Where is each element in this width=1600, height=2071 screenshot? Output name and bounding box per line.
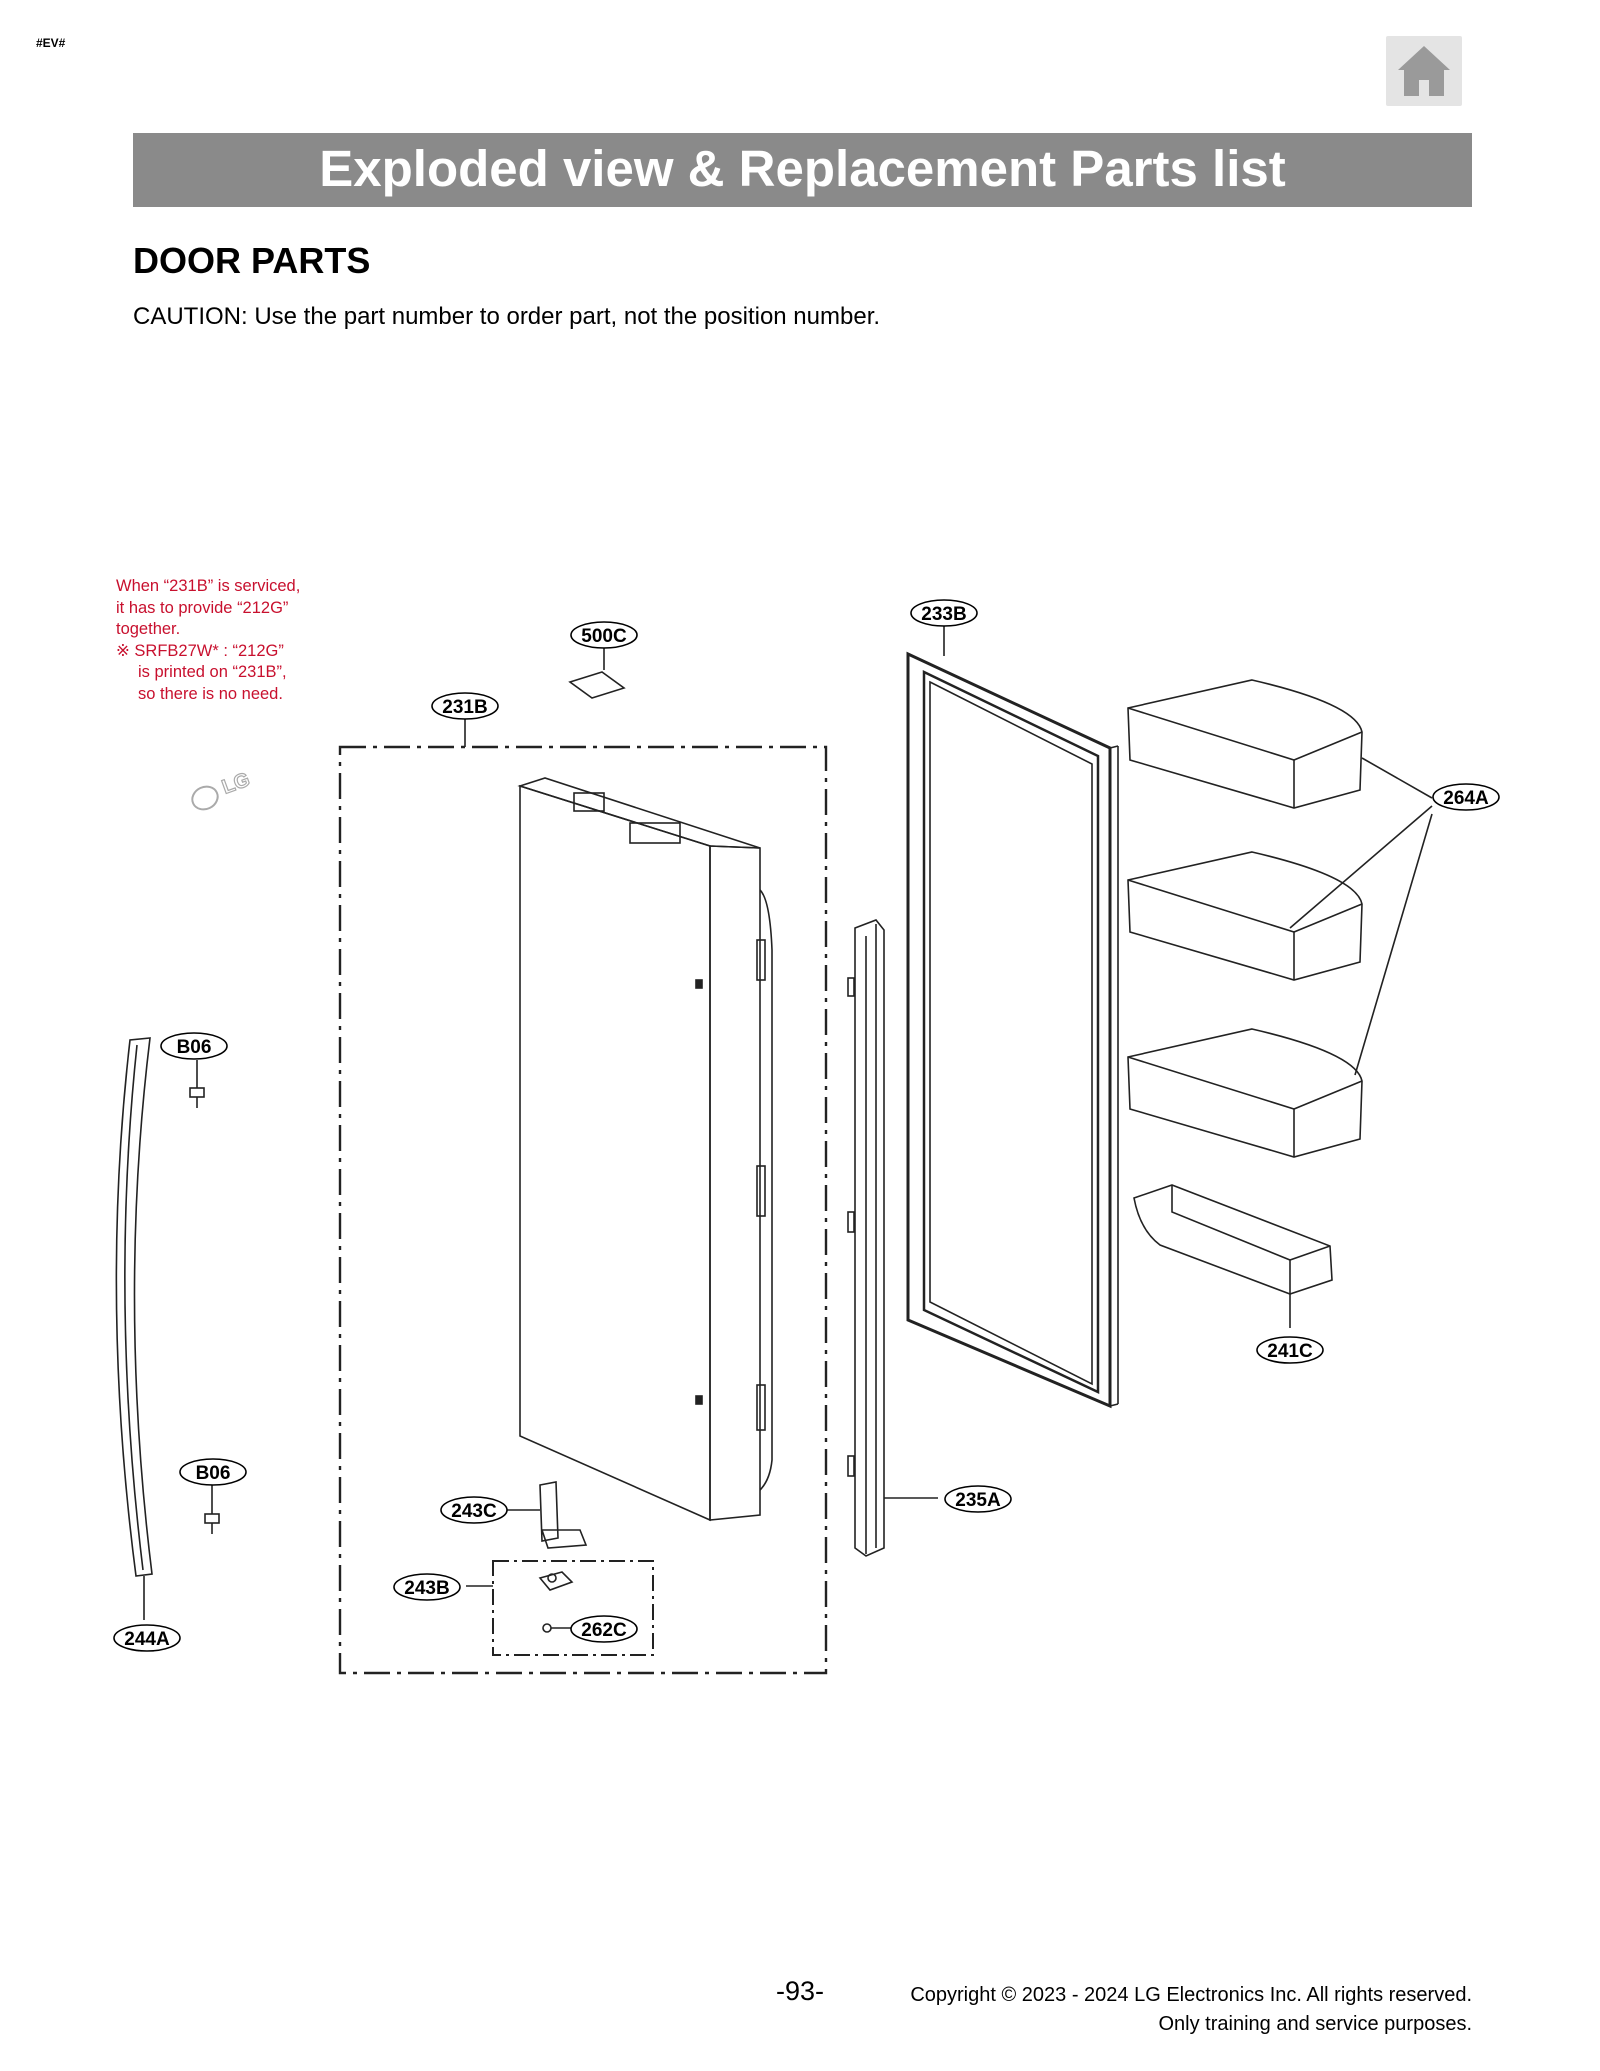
service-note-line: it has to provide “212G”: [116, 598, 289, 617]
assembly-box-243B: [492, 1560, 654, 1656]
home-button[interactable]: [1386, 36, 1462, 106]
callout-233B: 233B: [910, 599, 978, 627]
callout-262C: 262C: [570, 1615, 638, 1643]
service-note-line: is printed on “231B”,: [138, 663, 287, 681]
service-note-line: When “231B” is serviced,: [116, 577, 301, 595]
banner-title: Exploded view & Replacement Parts list: [319, 140, 1286, 197]
callout-233B-label: 233B: [921, 604, 966, 625]
callout-243C-label: 243C: [451, 1501, 497, 1522]
copyright-notice: Copyright © 2023 - 2024 LG Electronics I…: [910, 1981, 1472, 2039]
door-bin-bottom: [1127, 1028, 1363, 1158]
callout-B06-top-label: B06: [177, 1037, 212, 1058]
small-bin-241C: [1133, 1184, 1333, 1328]
callout-B06-bottom-label: B06: [196, 1463, 231, 1484]
assembly-box-231B: [338, 745, 828, 1675]
cover-500C: [568, 648, 626, 699]
section-title: DOOR PARTS: [133, 240, 371, 281]
screw-b06-bottom: [204, 1484, 220, 1534]
exploded-diagram: 233B 500C 231B 264A B06 B06 241C 235A 24…: [113, 599, 1500, 1675]
service-note: When “231B” is serviced, it has to provi…: [116, 576, 300, 705]
callout-241C-label: 241C: [1267, 1341, 1313, 1362]
pin-262C: [542, 1623, 572, 1633]
callout-235A: 235A: [944, 1485, 1012, 1513]
callout-B06-top: B06: [160, 1032, 228, 1060]
callout-231B-label: 231B: [442, 697, 487, 718]
service-note-line: ※ SRFB27W* : “212G”: [116, 641, 284, 660]
title-banner: Exploded view & Replacement Parts list: [133, 133, 1472, 207]
callout-500C-label: 500C: [581, 626, 627, 647]
callout-243B-label: 243B: [404, 1578, 449, 1599]
service-note-line: so there is no need.: [138, 684, 283, 703]
training-line: Only training and service purposes.: [1158, 2013, 1473, 2035]
callout-264A: 264A: [1432, 783, 1500, 811]
door-panel: [517, 777, 773, 1522]
callout-262C-label: 262C: [581, 1620, 627, 1641]
page-number: -93-: [776, 1976, 825, 2006]
service-note-line: together.: [116, 620, 181, 638]
door-bin-top: [1127, 679, 1363, 809]
callout-243C: 243C: [440, 1496, 508, 1524]
lg-logo-text: LG: [219, 769, 253, 799]
gasket-frame: [906, 624, 1119, 1409]
copyright-line: Copyright © 2023 - 2024 LG Electronics I…: [910, 1984, 1472, 2006]
callout-241C: 241C: [1256, 1336, 1324, 1364]
screw-b06-top: [189, 1060, 205, 1108]
callout-231B: 231B: [431, 692, 499, 720]
hinge-243B: [538, 1571, 574, 1591]
callout-244A: 244A: [113, 1624, 181, 1652]
callout-235A-label: 235A: [955, 1490, 1001, 1511]
door-handle: [115, 1037, 153, 1577]
door-bin-middle: [1127, 851, 1363, 981]
callout-500C: 500C: [570, 621, 638, 649]
lg-logo: [191, 785, 219, 811]
callout-244A-label: 244A: [124, 1629, 170, 1650]
hinge-strip: [847, 919, 938, 1557]
callout-264A-label: 264A: [1443, 788, 1489, 809]
callout-B06-bottom: B06: [179, 1458, 247, 1486]
callout-243B: 243B: [393, 1573, 461, 1601]
caution-text: CAUTION: Use the part number to order pa…: [133, 303, 881, 330]
home-icon: [1398, 46, 1450, 96]
document-tag: #EV#: [36, 36, 66, 50]
